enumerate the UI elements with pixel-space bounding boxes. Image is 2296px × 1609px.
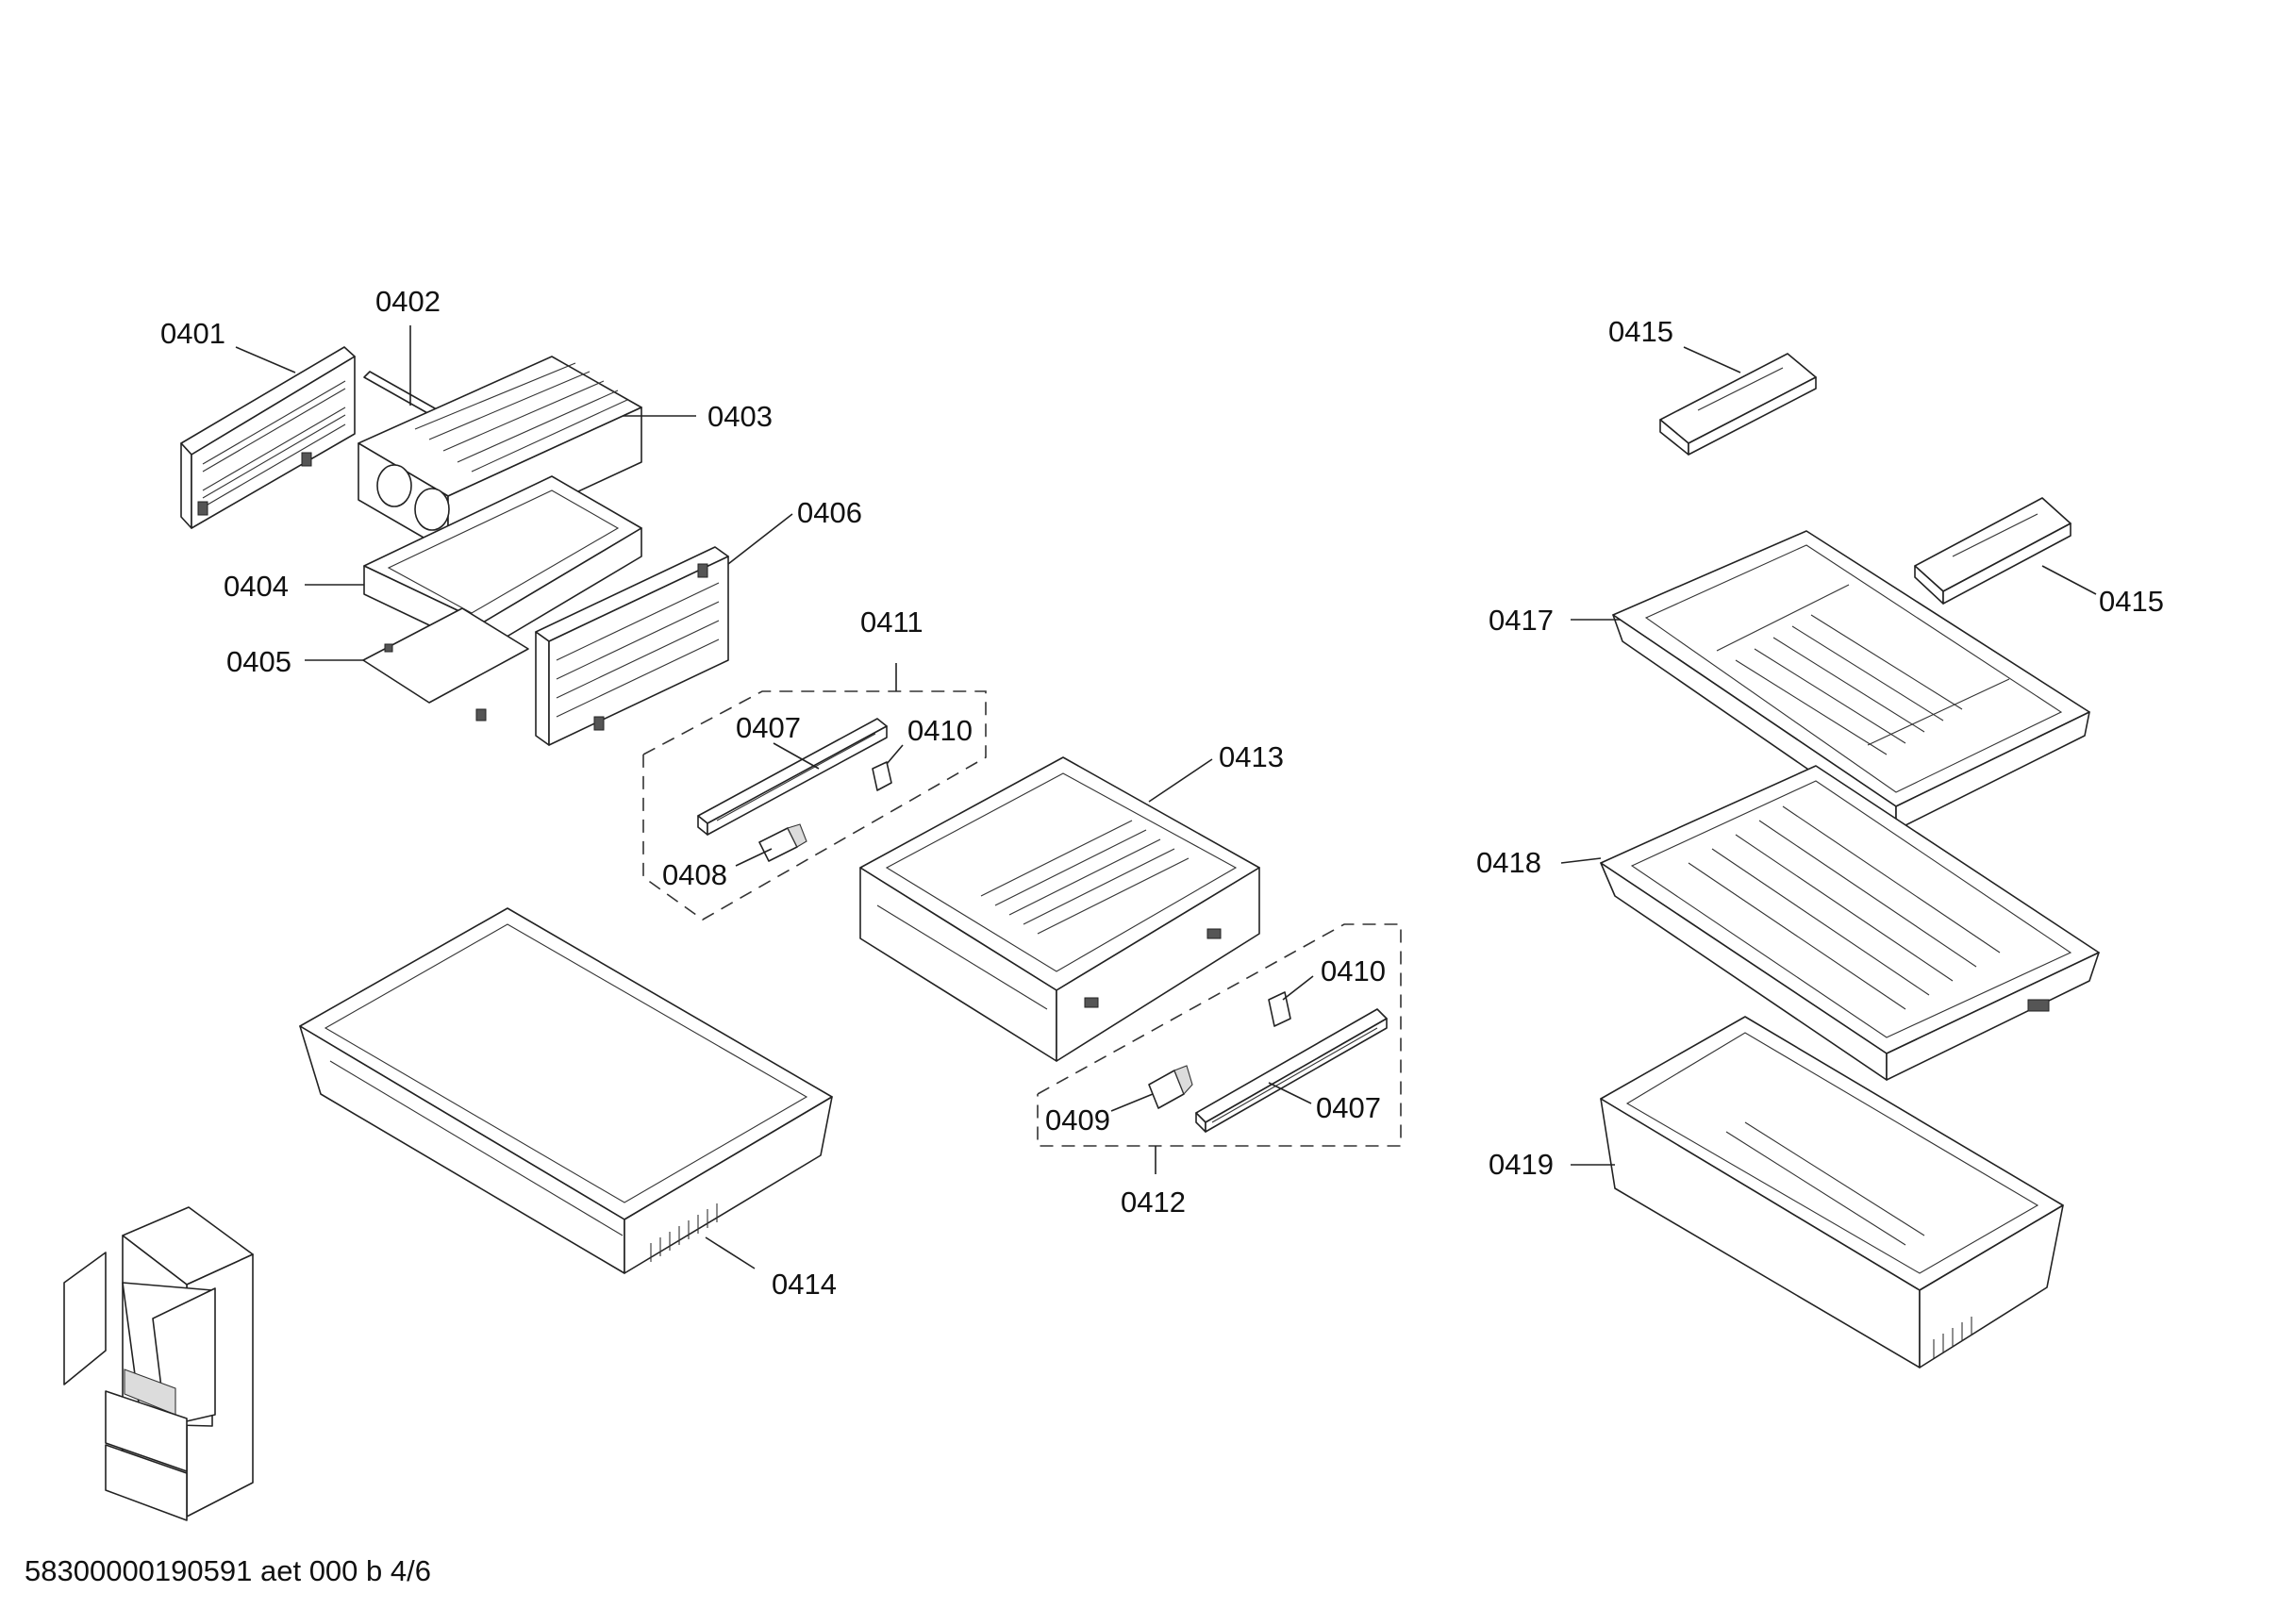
label-0412: 0412 (1121, 1186, 1186, 1219)
appliance-thumbnail (63, 1206, 254, 1521)
label-0407-lower: 0407 (1316, 1091, 1381, 1124)
label-0407-upper: 0407 (736, 711, 801, 744)
group-0411-dashed-outline (642, 663, 987, 921)
part-0415-lid-upper (1659, 353, 1817, 456)
label-0411: 0411 (860, 605, 923, 639)
label-0408: 0408 (662, 858, 727, 891)
leader-lines (235, 325, 2097, 1269)
part-0418-middle-tray (1600, 765, 2100, 1081)
part-0413-drawer (859, 756, 1260, 1062)
label-0410-upper: 0410 (907, 714, 973, 747)
part-0410-clip-upper (872, 761, 892, 791)
group-0412-dashed-outline (1037, 923, 1402, 1174)
part-0408-clip (758, 823, 807, 862)
label-0415-upper: 0415 (1608, 315, 1673, 348)
part-0407-rail-lower (1195, 1008, 1388, 1133)
label-0404: 0404 (224, 570, 289, 603)
label-0415-lower: 0415 (2099, 585, 2164, 618)
part-0410-clip-lower (1268, 991, 1291, 1027)
part-0405-plate (362, 607, 529, 722)
label-0414: 0414 (772, 1268, 837, 1301)
part-0409-clip (1148, 1065, 1193, 1109)
label-0405: 0405 (226, 645, 291, 678)
label-0402: 0402 (375, 285, 441, 318)
part-0407-rail-upper (697, 718, 888, 836)
part-0417-upper-tray (1612, 530, 2090, 831)
document-footer: 58300000190591 aet 000 b 4/6 (25, 1554, 431, 1587)
label-0417: 0417 (1489, 604, 1554, 637)
label-0413: 0413 (1219, 740, 1284, 773)
label-0419: 0419 (1489, 1148, 1554, 1181)
vent-slots-0414 (650, 1203, 718, 1262)
part-0406-side-rail (535, 546, 729, 746)
part-0414-large-bin (299, 907, 833, 1274)
label-0401: 0401 (160, 317, 225, 350)
label-0410-lower: 0410 (1321, 954, 1386, 987)
part-0415-lid-lower (1914, 497, 2071, 605)
label-0418: 0418 (1476, 846, 1541, 879)
label-0403: 0403 (707, 400, 773, 433)
label-0406: 0406 (797, 496, 862, 529)
label-0409: 0409 (1045, 1103, 1110, 1136)
part-labels: 0401 0402 0403 0404 0405 0406 0411 0407 … (160, 285, 2164, 1301)
part-0401-rail-panel (180, 346, 356, 529)
vent-slots-0419 (1933, 1317, 1972, 1358)
part-0419-lower-bin (1600, 1016, 2064, 1368)
